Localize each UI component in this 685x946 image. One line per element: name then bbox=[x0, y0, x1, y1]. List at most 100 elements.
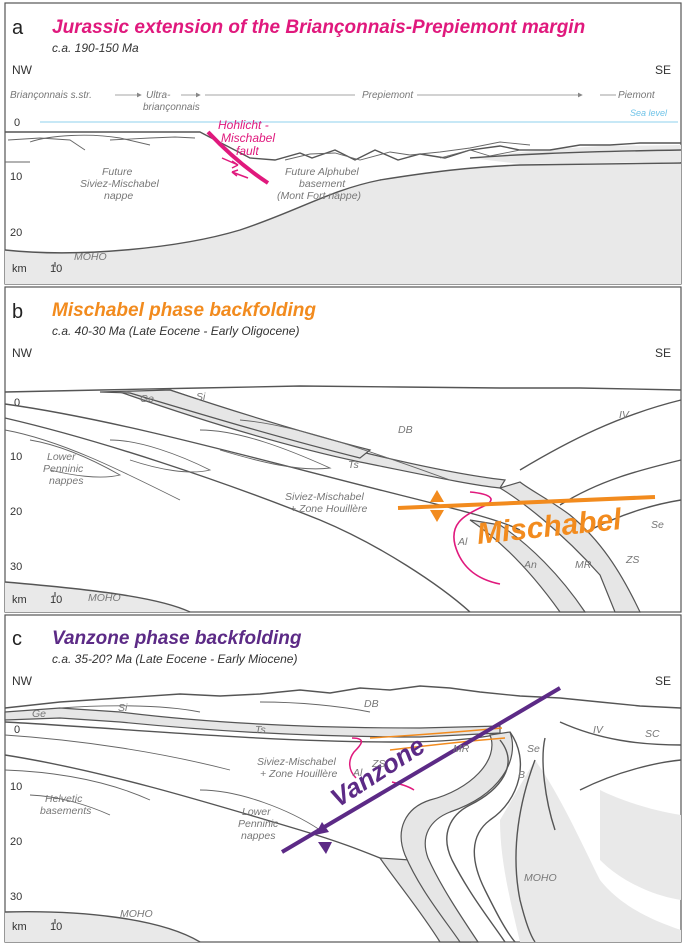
alphubel-label-1: Future Alphubel bbox=[285, 166, 359, 178]
scale-c: 10 bbox=[50, 921, 62, 933]
lower-label-c-1: Lower bbox=[242, 806, 271, 818]
panel-c-title: Vanzone phase backfolding bbox=[52, 628, 302, 649]
axial-arrows-c bbox=[315, 822, 332, 854]
mantle-area bbox=[5, 163, 681, 284]
hohlicht-mischabel-fault bbox=[206, 130, 270, 185]
depth-tick-10: 10 bbox=[10, 171, 22, 183]
ts-label-c: Ts bbox=[255, 724, 266, 736]
moho-label-b: MOHO bbox=[88, 592, 121, 604]
zs-band bbox=[498, 481, 641, 613]
siviez-label-b-1: Siviez-Mischabel bbox=[285, 491, 364, 503]
zs-label-b: ZS bbox=[625, 554, 639, 566]
moho-label-a: MOHO bbox=[74, 251, 107, 263]
panel-b-letter: b bbox=[12, 301, 23, 323]
depth-tick-b-20: 20 bbox=[10, 506, 22, 518]
depth-tick-b-30: 30 bbox=[10, 561, 22, 573]
iv-label-c: IV bbox=[593, 724, 604, 736]
fault-label-3: fault bbox=[236, 144, 259, 158]
db-label-b: DB bbox=[398, 424, 413, 436]
km-unit-b: km bbox=[12, 594, 27, 606]
domain-ultra-2: briançonnais bbox=[143, 102, 200, 113]
helvetic-label-1: Helvetic bbox=[45, 793, 83, 805]
zs-label-c: ZS bbox=[371, 758, 385, 770]
se-label-c: Se bbox=[527, 743, 540, 755]
fault-label-2: Mischabel bbox=[221, 131, 275, 145]
lower-label-c-2: Penninic bbox=[238, 818, 279, 830]
depth-tick-c-0: 0 bbox=[14, 724, 20, 736]
domain-ultra: Ultra- bbox=[146, 90, 171, 101]
panel-a-title: Jurassic extension of the Briançonnais-P… bbox=[52, 17, 585, 38]
si-label-b: Si bbox=[196, 391, 206, 403]
panel-c: c Vanzone phase backfolding c.a. 35-20? … bbox=[4, 614, 682, 943]
depth-tick-c-20: 20 bbox=[10, 836, 22, 848]
depth-tick-b-10: 10 bbox=[10, 451, 22, 463]
an-label-b: An bbox=[523, 559, 537, 571]
si-label-c: Si bbox=[118, 702, 128, 714]
lower-label-3: nappes bbox=[49, 475, 84, 487]
siviez-label-c-1: Siviez-Mischabel bbox=[257, 756, 336, 768]
ge-label-c: Ge bbox=[32, 708, 46, 720]
se-label-b: Se bbox=[651, 519, 664, 531]
depth-tick-b-0: 0 bbox=[14, 397, 20, 409]
siviez-label-b-2: + Zone Houillère bbox=[290, 503, 367, 515]
panel-c-subtitle: c.a. 35-20? Ma (Late Eocene - Early Mioc… bbox=[52, 652, 297, 666]
al-label-c: Al bbox=[352, 767, 363, 779]
moho-c bbox=[4, 911, 201, 943]
siviez-label-c-2: + Zone Houillère bbox=[260, 768, 337, 780]
lower-label-2: Penninic bbox=[43, 463, 84, 475]
depth-tick-0: 0 bbox=[14, 117, 20, 129]
b-label-c: B bbox=[518, 769, 525, 781]
domain-prepiemont: Prepiemont bbox=[362, 90, 414, 101]
domain-brianconnais: Briançonnais s.str. bbox=[10, 90, 92, 101]
panel-b-se: SE bbox=[655, 346, 671, 360]
helvetic-label-2: basements bbox=[40, 805, 92, 817]
moho-line bbox=[4, 162, 682, 254]
scale-a: 10 bbox=[50, 263, 62, 275]
siviez-label-1: Future bbox=[102, 166, 133, 178]
iv-label-b: IV bbox=[619, 409, 630, 421]
panel-a: a Jurassic extension of the Briançonnais… bbox=[4, 2, 682, 285]
panel-b-nw: NW bbox=[12, 346, 33, 360]
domain-piemont: Piemont bbox=[618, 90, 656, 101]
surface-c bbox=[4, 685, 682, 709]
panel-a-se: SE bbox=[655, 63, 671, 77]
alphubel-label-3: (Mont Fort nappe) bbox=[277, 190, 361, 202]
panel-b: b Mischabel phase backfolding c.a. 40-30… bbox=[4, 286, 682, 613]
siviez-label-2: Siviez-Mischabel bbox=[80, 178, 159, 190]
fault-label-1: Hohlicht - bbox=[218, 118, 269, 132]
sc-label-c: SC bbox=[645, 728, 660, 740]
alphubel-label-2: basement bbox=[299, 178, 346, 190]
vanzone-axial-plane bbox=[280, 686, 562, 854]
moho-label-c-right: MOHO bbox=[524, 872, 557, 884]
moho-b bbox=[4, 581, 191, 613]
mr-label-c: MR bbox=[453, 743, 470, 755]
panel-a-nw: NW bbox=[12, 63, 33, 77]
km-unit-a: km bbox=[12, 263, 27, 275]
panel-c-nw: NW bbox=[12, 674, 33, 688]
km-unit-c: km bbox=[12, 921, 27, 933]
al-label-b: Al bbox=[457, 536, 468, 548]
lower-label-c-3: nappes bbox=[241, 830, 276, 842]
panel-a-subtitle: c.a. 190-150 Ma bbox=[52, 41, 139, 55]
depth-tick-20: 20 bbox=[10, 227, 22, 239]
db-label-c: DB bbox=[364, 698, 379, 710]
panel-c-letter: c bbox=[12, 628, 22, 650]
an-band bbox=[469, 519, 587, 613]
moho-label-c: MOHO bbox=[120, 908, 153, 920]
depth-tick-c-10: 10 bbox=[10, 781, 22, 793]
lower-label-1: Lower bbox=[47, 451, 76, 463]
mr-label-b: MR bbox=[575, 559, 592, 571]
mischabel-axial-plane bbox=[397, 495, 656, 510]
siviez-label-3: nappe bbox=[104, 190, 133, 202]
scale-b: 10 bbox=[50, 594, 62, 606]
panel-a-letter: a bbox=[12, 17, 24, 39]
panel-c-se: SE bbox=[655, 674, 671, 688]
depth-tick-c-30: 30 bbox=[10, 891, 22, 903]
ge-label-b: Ge bbox=[140, 393, 154, 405]
sea-level-label: Sea level bbox=[630, 108, 668, 118]
panel-b-subtitle: c.a. 40-30 Ma (Late Eocene - Early Oligo… bbox=[52, 324, 299, 338]
axial-arrows bbox=[430, 490, 444, 522]
surface-b bbox=[4, 385, 682, 393]
ts-label-b: Ts bbox=[348, 459, 359, 471]
fault-trace-b bbox=[453, 491, 501, 585]
